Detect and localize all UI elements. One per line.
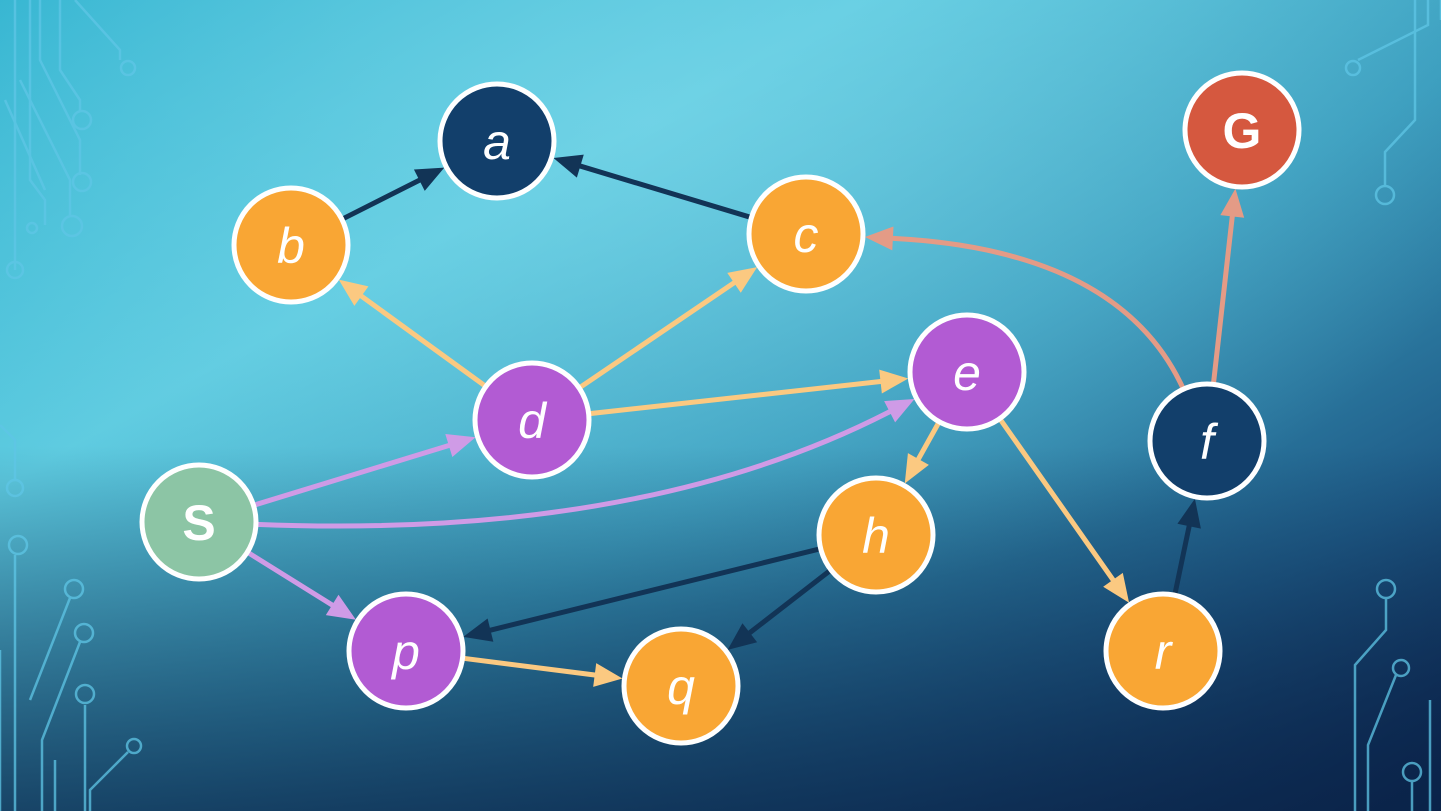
node-h: h (816, 475, 936, 595)
circuit-decoration-bottom-left (0, 424, 143, 811)
node-a: a (437, 81, 557, 201)
node-circle (907, 312, 1027, 432)
edge-d-e (586, 369, 909, 417)
node-circle (437, 81, 557, 201)
edge-S-e (253, 398, 915, 529)
edge-line (577, 163, 754, 221)
node-label: a (483, 114, 511, 170)
circuit-decoration-top-left (3, 0, 137, 280)
edge-e-r (997, 416, 1130, 603)
node-r: r (1103, 591, 1223, 711)
node-label: c (794, 207, 819, 263)
edge-arrowhead (884, 398, 915, 423)
node-label: r (1155, 624, 1174, 680)
node-circle (472, 360, 592, 480)
node-b: b (231, 185, 351, 305)
node-circle (1182, 70, 1302, 190)
circuit-decoration-top-right (1344, 0, 1441, 206)
edges-layer (244, 154, 1245, 687)
node-label: S (182, 495, 215, 551)
node-p: p (346, 591, 466, 711)
edge-line (244, 549, 335, 608)
node-d: d (472, 360, 592, 480)
edge-d-c (576, 267, 758, 391)
node-label: d (518, 393, 548, 449)
edge-arrowhead (864, 226, 894, 251)
edge-d-b (338, 279, 489, 390)
edge-line (576, 280, 737, 391)
edge-line (358, 293, 489, 390)
edge-arrowhead (413, 167, 445, 191)
node-circle (346, 591, 466, 711)
node-circle (1103, 591, 1223, 711)
node-label: b (277, 218, 305, 274)
edge-arrowhead (904, 453, 929, 484)
node-label: q (667, 659, 695, 715)
node-circle (816, 475, 936, 595)
edge-arrowhead (1177, 498, 1201, 529)
circuit-decoration-bottom-right (1353, 578, 1432, 811)
edge-S-d (251, 434, 476, 508)
edge-line (997, 416, 1116, 583)
edge-arrowhead (553, 154, 584, 178)
node-circle (621, 626, 741, 746)
edge-e-h (904, 419, 942, 484)
node-f: f (1147, 381, 1267, 501)
edge-h-p (463, 546, 824, 642)
edge-f-G (1210, 188, 1245, 387)
node-q: q (621, 626, 741, 746)
edge-arrowhead (727, 623, 758, 650)
edge-arrowhead (445, 434, 476, 457)
edge-f-c (864, 226, 1186, 392)
edge-line (460, 655, 598, 678)
edge-line (1172, 523, 1192, 598)
node-circle (231, 185, 351, 305)
edge-b-a (339, 167, 445, 222)
edge-line (915, 419, 942, 462)
edge-line (1210, 213, 1235, 387)
edge-line (339, 177, 422, 222)
edge-c-a (553, 154, 754, 221)
edge-arrowhead (338, 279, 369, 306)
node-c: c (746, 174, 866, 294)
edge-arrowhead (463, 618, 494, 642)
edge-S-p (244, 549, 356, 620)
edge-line (890, 235, 1186, 392)
edge-p-q (460, 655, 623, 687)
edge-line (251, 442, 452, 508)
node-e: e (907, 312, 1027, 432)
edge-line (487, 546, 824, 633)
edge-arrowhead (325, 594, 356, 620)
node-label: e (953, 345, 981, 401)
node-label: p (390, 624, 420, 680)
node-label: h (862, 508, 890, 564)
edge-arrowhead (1220, 188, 1245, 218)
node-S: S (139, 462, 259, 582)
node-G: G (1182, 70, 1302, 190)
edge-line (253, 409, 893, 529)
edge-h-q (727, 567, 834, 650)
edge-arrowhead (879, 369, 909, 394)
edge-line (586, 379, 884, 417)
edge-arrowhead (1103, 572, 1130, 603)
node-circle (1147, 381, 1267, 501)
node-circle (139, 462, 259, 582)
node-label: G (1223, 103, 1262, 159)
node-circle (746, 174, 866, 294)
edge-line (747, 567, 834, 636)
edge-arrowhead (727, 267, 758, 293)
edge-arrowhead (593, 663, 623, 687)
edge-r-f (1172, 498, 1201, 598)
